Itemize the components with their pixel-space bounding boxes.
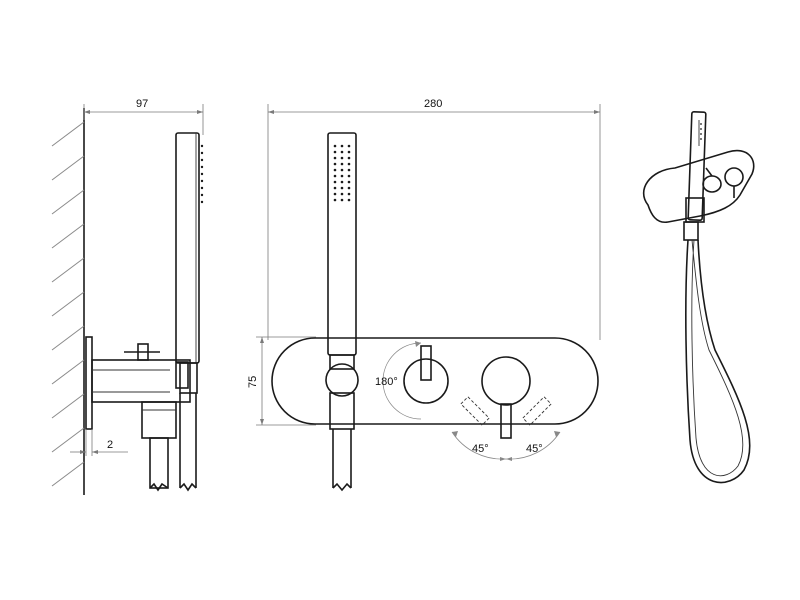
- label-angle-left: 45°: [472, 443, 489, 455]
- hand-shower-front: [327, 132, 357, 356]
- diverter-knob: [403, 358, 449, 404]
- diverter-knob-perspective: [702, 175, 722, 193]
- side-view: 97 2: [51, 98, 204, 495]
- rotation-arc: [382, 342, 422, 420]
- holder-outlet-front: [325, 363, 359, 397]
- spray-nozzles-front: [333, 144, 351, 202]
- wall-hatching: [51, 121, 85, 487]
- hose-perspective: [685, 239, 751, 484]
- diverter-handle: [420, 345, 432, 381]
- mixer-knob: [481, 356, 531, 406]
- hand-shower-perspective: [687, 111, 707, 221]
- mixer-lever: [500, 403, 512, 439]
- angle-arc-right: [505, 431, 561, 460]
- hose-connector-side: [141, 401, 177, 439]
- label-angle-right: 45°: [526, 443, 543, 455]
- lever-ghost-right: [522, 396, 552, 426]
- front-view: 280 75: [247, 98, 601, 492]
- angle-arc-left: [451, 431, 507, 460]
- mixer-knob-perspective: [724, 167, 744, 187]
- dim-front-height: 75: [247, 376, 259, 388]
- wall-plate-perspective: [642, 149, 755, 224]
- spray-nozzles-side: [200, 144, 204, 204]
- dim-side-width: 97: [136, 98, 148, 110]
- wall-plate-side: [85, 336, 93, 430]
- wall-plate-front: [271, 337, 599, 425]
- dim-front-width: 280: [424, 98, 442, 110]
- dim-wall-gap: 2: [107, 439, 113, 451]
- label-rotation-180: 180°: [375, 376, 398, 388]
- lever-ghost-left: [460, 396, 490, 426]
- perspective-view: [642, 111, 755, 484]
